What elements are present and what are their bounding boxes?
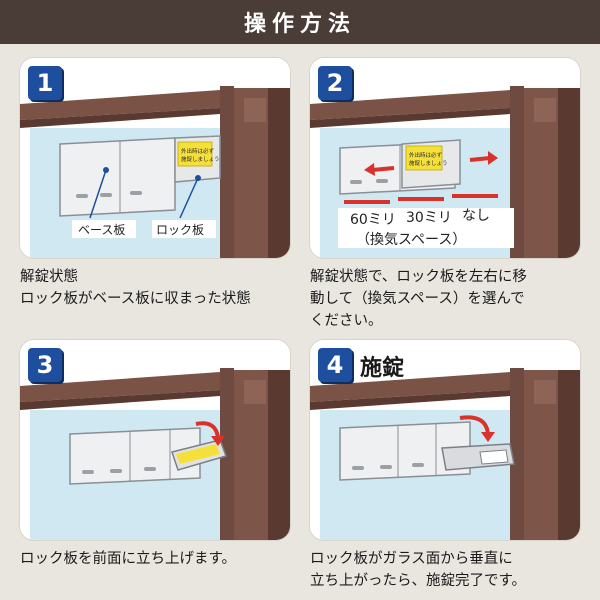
step-3-illustration — [20, 340, 290, 540]
step-2-panel: 外出時は必ず 施錠しましょう 60ミリ 30ミリ なし （換気スペース） 2 — [310, 58, 580, 258]
step-1-caption: 解錠状態 ロック板がベース板に収まった状態 — [20, 269, 251, 307]
step-2-badge: 2 — [318, 66, 352, 100]
svg-text:施錠しましょう: 施錠しましょう — [409, 159, 448, 167]
vent-space-label: （換気スペース） — [356, 232, 466, 248]
step-1: ベース板 ロック板 外出時は必ず 施錠しましょう 1 解錠状態 ロック板がベース… — [20, 58, 290, 310]
lift-arrow-icon — [195, 421, 220, 439]
option-30mm: 30ミリ — [406, 210, 452, 226]
step-4-badge: 4 — [318, 348, 352, 382]
step-4-panel: 4 施錠 — [310, 340, 580, 540]
base-plate-label: ベース板 — [78, 223, 125, 237]
sticker-line-2: 施錠しましょう — [181, 155, 220, 163]
step-3-panel: 3 — [20, 340, 290, 540]
step-3: 3 ロック板を前面に立ち上げます。 — [20, 340, 290, 570]
arrow-right-icon — [469, 151, 498, 165]
step-1-illustration: ベース板 ロック板 外出時は必ず 施錠しましょう — [20, 58, 290, 258]
step-1-badge: 1 — [28, 66, 62, 100]
step-4-title: 施錠 — [360, 356, 405, 381]
step-1-panel: ベース板 ロック板 外出時は必ず 施錠しましょう 1 — [20, 58, 290, 258]
step-2-illustration: 外出時は必ず 施錠しましょう 60ミリ 30ミリ なし （換気スペース） — [310, 58, 580, 258]
svg-text:外出時は必ず: 外出時は必ず — [409, 151, 443, 159]
lock-arrow-icon — [459, 415, 490, 435]
lock-plate-label: ロック板 — [156, 223, 204, 237]
option-none: なし — [462, 208, 490, 224]
step-3-badge: 3 — [28, 348, 62, 382]
step-4-caption: ロック板がガラス面から垂直に 立ち上がったら、施錠完了です。 — [310, 551, 527, 589]
page-title: 操作方法 — [243, 12, 356, 37]
step-2-caption: 解錠状態で、ロック板を左右に移 動して（換気スペース）を選んで ください。 — [310, 269, 527, 329]
arrow-left-icon — [364, 163, 395, 176]
title-bar: 操作方法 — [0, 0, 600, 44]
step-4-illustration — [310, 340, 580, 540]
step-4: 4 施錠 ロック板がガラス面から垂直に 立ち上がったら、施錠完了です。 — [310, 340, 580, 592]
step-2: 外出時は必ず 施錠しましょう 60ミリ 30ミリ なし （換気スペース） 2 解… — [310, 58, 580, 332]
step-3-caption: ロック板を前面に立ち上げます。 — [20, 551, 237, 567]
option-60mm: 60ミリ — [350, 212, 396, 228]
sticker-line-1: 外出時は必ず — [181, 147, 215, 155]
